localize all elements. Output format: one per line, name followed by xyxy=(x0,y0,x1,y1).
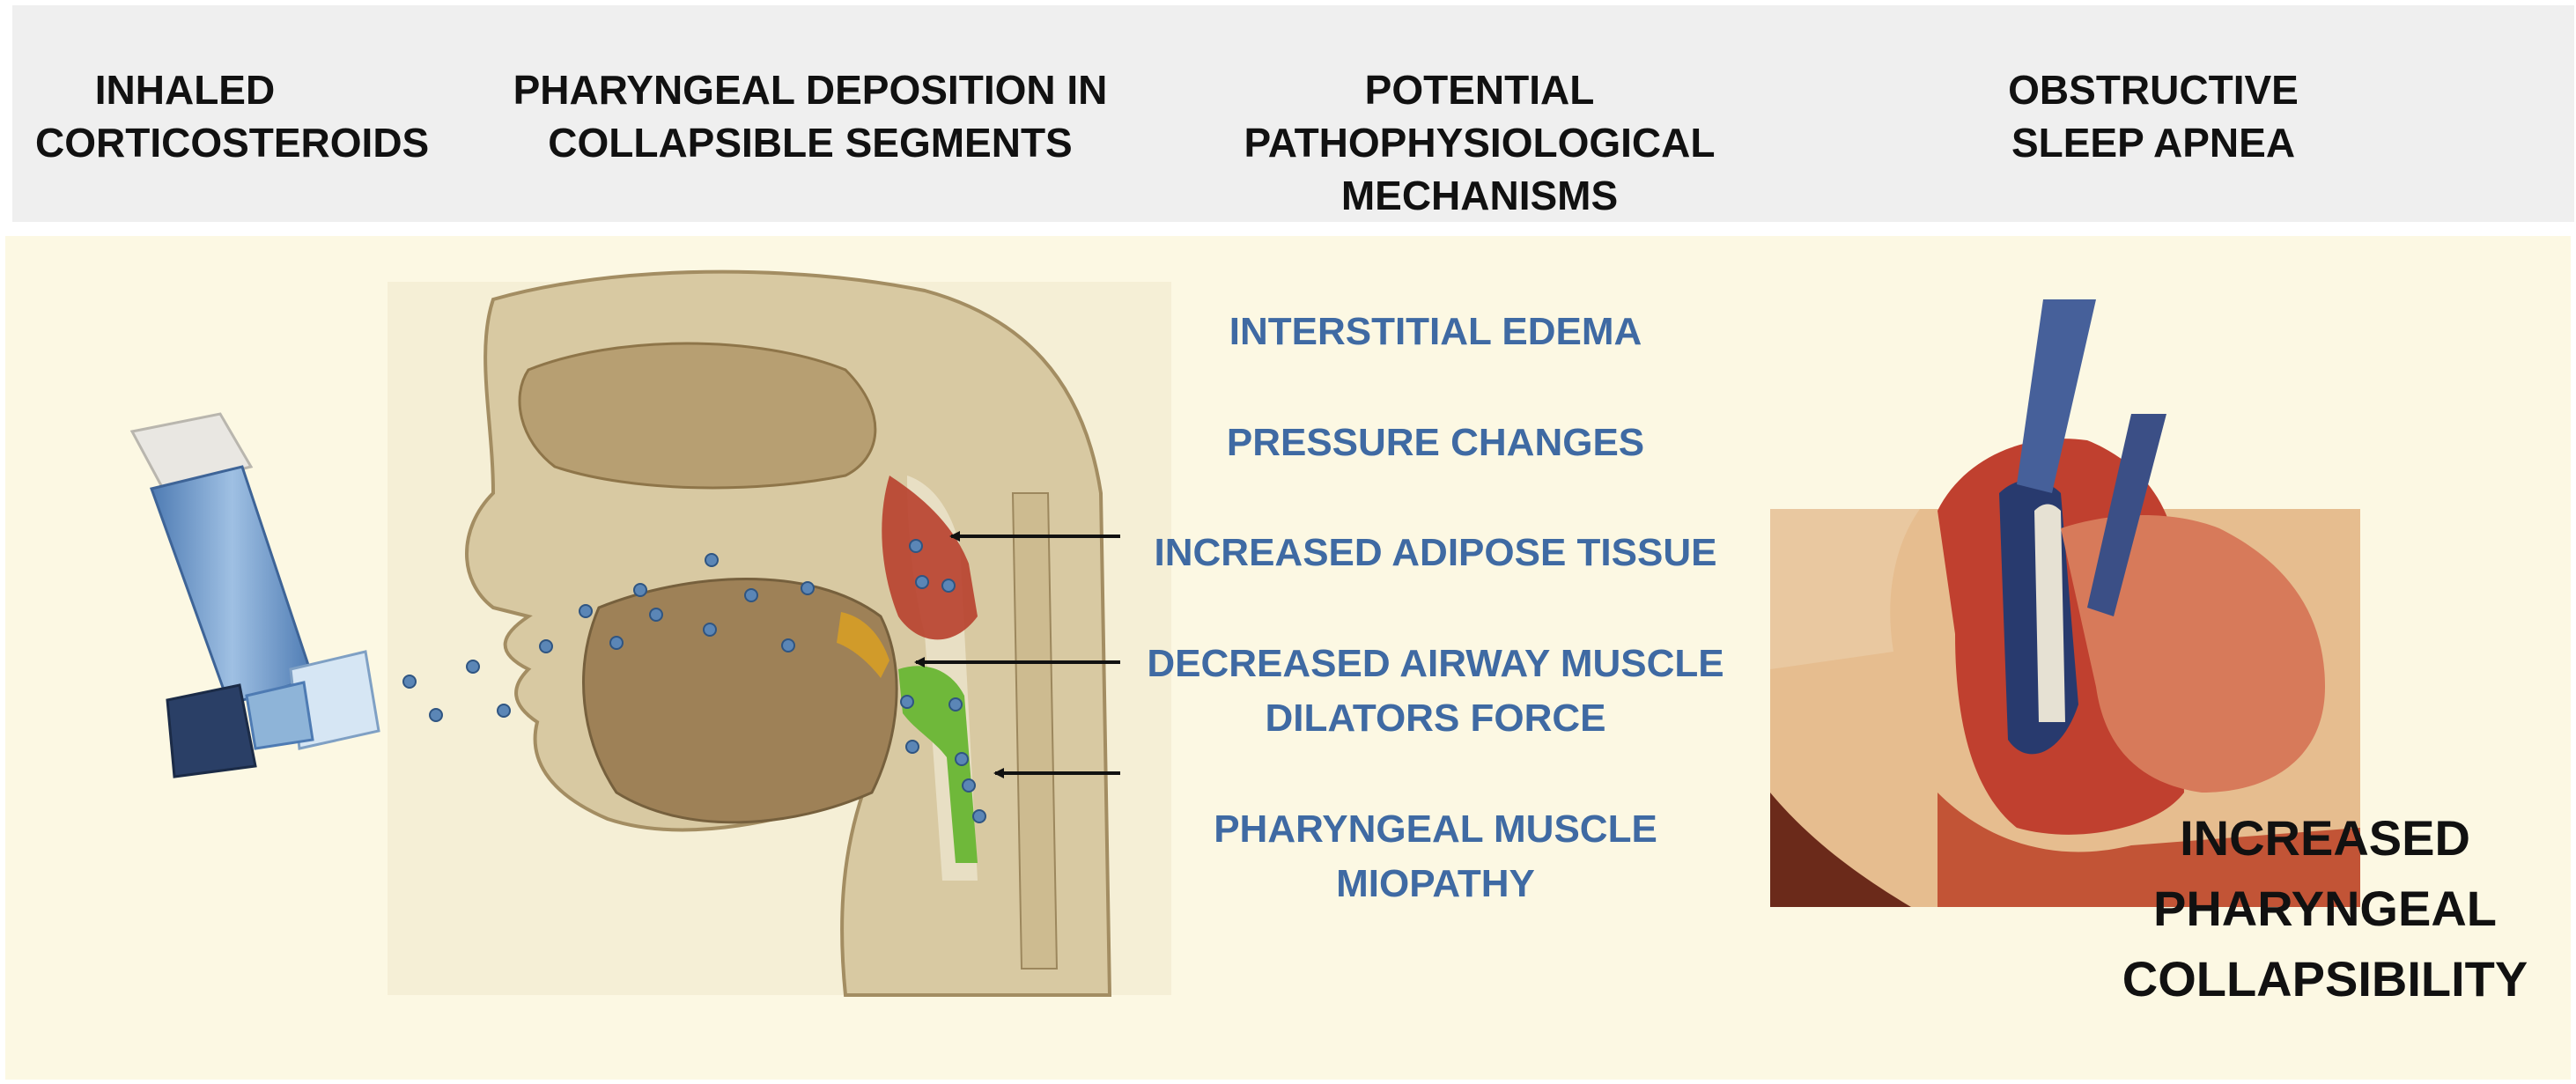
particle-cloud xyxy=(402,539,986,823)
mechanism-decreased-airway-muscle-dilators-force: DECREASED AIRWAY MUSCLE DILATORS FORCE xyxy=(1147,642,1724,740)
pointer-arrows xyxy=(914,531,1120,778)
header-pharyngeal-deposition: PHARYNGEAL DEPOSITION IN COLLAPSIBLE SEG… xyxy=(513,67,1108,166)
result-increased-pharyngeal-collapsibility: INCREASED PHARYNGEAL COLLAPSIBILITY xyxy=(2122,810,2528,1007)
mechanism-pressure-changes: PRESSURE CHANGES xyxy=(1226,421,1645,464)
header-pathophysiological-mechanisms: POTENTIAL PATHOPHYSIOLOGICAL MECHANISMS xyxy=(1244,67,1716,218)
mechanism-increased-adipose-tissue: INCREASED ADIPOSE TISSUE xyxy=(1154,531,1717,574)
head-section-icon xyxy=(388,269,1171,997)
header-obstructive-sleep-apnea: OBSTRUCTIVE SLEEP APNEA xyxy=(2008,67,2299,166)
mechanism-interstitial-edema: INTERSTITIAL EDEMA xyxy=(1229,310,1642,353)
mechanism-pharyngeal-muscle-miopathy: PHARYNGEAL MUSCLE MIOPATHY xyxy=(1214,807,1657,905)
sleep-apnea-profile-icon xyxy=(1770,299,2360,907)
inhaler-icon xyxy=(129,412,380,778)
header-band xyxy=(12,5,2574,222)
